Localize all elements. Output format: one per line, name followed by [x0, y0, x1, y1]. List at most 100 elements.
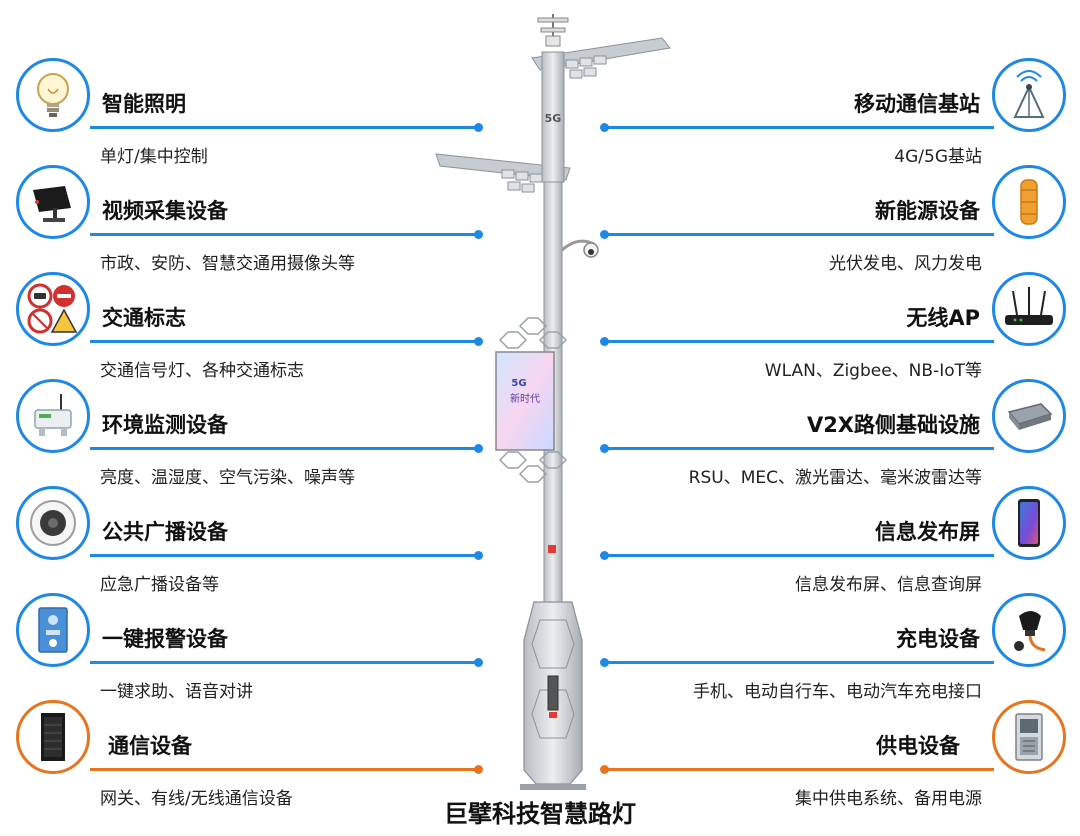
feature-subtitle: 应急广播设备等 — [100, 575, 219, 595]
charging-plug-icon — [1014, 611, 1046, 652]
connector-line — [604, 126, 994, 129]
alarm-panel-icon — [38, 607, 68, 653]
connector-line — [90, 554, 476, 557]
feature-icon-circle — [16, 58, 90, 132]
connector-dot — [600, 123, 609, 132]
feature-subtitle: 4G/5G基站 — [894, 147, 982, 167]
feature-alarm: 一键报警设备 一键求助、语音对讲 — [0, 565, 540, 702]
connector-dot — [474, 658, 483, 667]
connector-line — [90, 661, 476, 664]
feature-new-energy: 新能源设备 光伏发电、风力发电 — [540, 137, 1080, 274]
wind-turbine-icon — [1020, 179, 1038, 225]
pole-camera-icon — [561, 239, 599, 258]
connector-dot — [474, 123, 483, 132]
feature-title: 视频采集设备 — [102, 199, 228, 223]
pole-alarm-button — [548, 545, 556, 553]
feature-title: 交通标志 — [102, 306, 186, 330]
pole-info-screen — [495, 351, 555, 451]
roadside-unit-icon — [1007, 403, 1053, 430]
weather-station-icon — [537, 14, 569, 47]
feature-traffic-sign: 交通标志 交通信号灯、各种交通标志 — [0, 244, 540, 381]
feature-title: 智能照明 — [102, 92, 186, 116]
pole-foot — [520, 784, 586, 790]
feature-lighting: 智能照明 单灯/集中控制 — [0, 30, 540, 167]
feature-icon-circle — [16, 593, 90, 667]
power-cabinet-icon — [1015, 713, 1043, 761]
feature-icon-circle — [16, 486, 90, 560]
feature-title: 通信设备 — [108, 734, 192, 758]
feature-icon-circle — [992, 486, 1066, 560]
feature-icon-circle — [16, 272, 90, 346]
connector-dot — [474, 337, 483, 346]
connector-line — [90, 233, 476, 236]
feature-v2x: V2X路侧基础设施 RSU、MEC、激光雷达、毫米波雷达等 — [540, 351, 1080, 488]
feature-icon-circle — [16, 379, 90, 453]
feature-icon-circle — [992, 272, 1066, 346]
feature-subtitle: WLAN、Zigbee、NB-IoT等 — [764, 361, 982, 381]
feature-subtitle: 市政、安防、智慧交通用摄像头等 — [100, 254, 355, 274]
connector-line — [604, 447, 994, 450]
display-screen-icon — [1018, 499, 1040, 547]
speaker-icon — [30, 500, 76, 546]
feature-environment: 环境监测设备 亮度、温湿度、空气污染、噪声等 — [0, 351, 540, 488]
feature-power-supply: 供电设备 集中供电系统、备用电源 — [540, 672, 1080, 809]
feature-base-station: 移动通信基站 4G/5G基站 — [540, 30, 1080, 167]
connector-dot — [474, 765, 483, 774]
bottom-title: 巨擘科技智慧路灯 — [444, 800, 636, 828]
camera-icon — [33, 186, 71, 222]
feature-wireless-ap: 无线AP WLAN、Zigbee、NB-IoT等 — [540, 244, 1080, 381]
upper-lamp-modules — [565, 55, 607, 79]
pole-hex-frame — [498, 317, 568, 483]
feature-icon-circle — [16, 700, 90, 774]
feature-icon-circle — [992, 700, 1066, 774]
connector-line — [90, 340, 476, 343]
pole-base-indicator — [549, 712, 557, 718]
connector-line — [90, 447, 476, 450]
sensor-icon — [34, 394, 72, 436]
feature-icon-circle — [992, 379, 1066, 453]
feature-title: 新能源设备 — [875, 199, 980, 223]
feature-title: 公共广播设备 — [102, 520, 228, 544]
feature-subtitle: RSU、MEC、激光雷达、毫米波雷达等 — [688, 468, 982, 488]
feature-camera: 视频采集设备 市政、安防、智慧交通用摄像头等 — [0, 137, 540, 274]
connector-dot — [600, 230, 609, 239]
feature-subtitle: 网关、有线/无线通信设备 — [100, 789, 293, 809]
connector-dot — [600, 765, 609, 774]
feature-subtitle: 手机、电动自行车、电动汽车充电接口 — [693, 682, 982, 702]
feature-info-screen: 信息发布屏 信息发布屏、信息查询屏 — [540, 458, 1080, 595]
feature-subtitle: 集中供电系统、备用电源 — [795, 789, 982, 809]
connector-line — [604, 768, 994, 771]
feature-title: 供电设备 — [876, 734, 960, 758]
feature-icon-circle — [992, 165, 1066, 239]
router-icon — [1005, 287, 1053, 325]
smart-pole-illustration: 5G 5G 新时代 — [435, 14, 671, 790]
feature-subtitle: 亮度、温湿度、空气污染、噪声等 — [100, 468, 355, 488]
feature-title: 移动通信基站 — [854, 92, 980, 116]
feature-title: 无线AP — [906, 306, 980, 330]
connector-dot — [600, 337, 609, 346]
feature-subtitle: 单灯/集中控制 — [100, 147, 208, 167]
feature-title: 环境监测设备 — [102, 413, 228, 437]
pole-5g-badge: 5G — [545, 112, 562, 125]
feature-title: 一键报警设备 — [102, 627, 228, 651]
connector-dot — [474, 444, 483, 453]
connector-line — [604, 233, 994, 236]
server-cabinet-icon — [41, 713, 65, 761]
connector-line — [604, 340, 994, 343]
feature-broadcast: 公共广播设备 应急广播设备等 — [0, 458, 540, 595]
pole-screen-badge: 5G — [511, 378, 526, 389]
connector-dot — [600, 658, 609, 667]
lightbulb-icon — [37, 73, 69, 117]
antenna-icon — [1013, 70, 1045, 118]
pole-keypad — [547, 675, 559, 711]
feature-icon-circle — [992, 593, 1066, 667]
feature-subtitle: 信息发布屏、信息查询屏 — [795, 575, 982, 595]
pole-screen-text: 新时代 — [510, 392, 540, 405]
connector-dot — [474, 230, 483, 239]
pole-base-panels — [531, 619, 575, 739]
connector-dot — [600, 551, 609, 560]
feature-subtitle: 交通信号灯、各种交通标志 — [100, 361, 304, 381]
connector-dot — [474, 551, 483, 560]
feature-subtitle: 一键求助、语音对讲 — [100, 682, 253, 702]
feature-communication: 通信设备 网关、有线/无线通信设备 — [0, 672, 540, 809]
